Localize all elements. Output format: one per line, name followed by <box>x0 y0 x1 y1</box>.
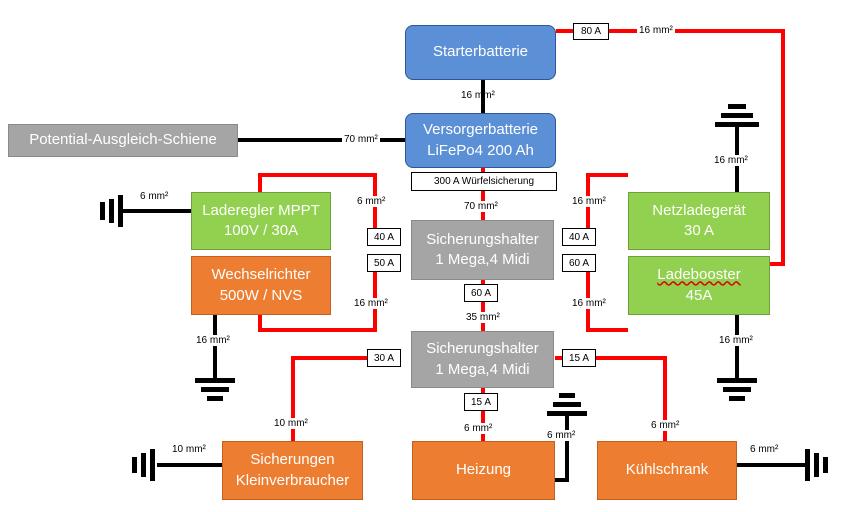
fuse-80a: 80 A <box>573 23 609 40</box>
fuse-15a-right: 15 A <box>562 349 596 367</box>
kuehlschrank-box: Kühlschrank <box>597 441 737 500</box>
cable-label-potential: 70 mm² <box>342 134 380 145</box>
cable-label-sich1-sich2: 35 mm² <box>464 312 502 323</box>
fuse-wuerfelsicherung: 300 A Würfelsicherung <box>411 172 557 191</box>
cable-label-main: 70 mm² <box>462 201 500 212</box>
wechselrichter-box: Wechselrichter 500W / NVS <box>191 256 331 315</box>
fuse-60a-right: 60 A <box>562 254 596 272</box>
sicherungshalter-2-box: Sicherungshalter 1 Mega,4 Midi <box>411 331 554 388</box>
heizung-box: Heizung <box>412 441 555 500</box>
cable-label-starter-versorger: 16 mm² <box>461 90 495 101</box>
ground-icon-mppt <box>100 195 123 227</box>
ground-icon-wr <box>195 378 235 401</box>
fuse-30a: 30 A <box>367 349 401 367</box>
ground-icon-kuehl <box>805 449 828 481</box>
laderegler-box: Laderegler MPPT 100V / 30A <box>191 192 331 250</box>
cable-label-netz: 16 mm² <box>570 196 608 207</box>
potential-ausgleich-schiene-box: Potential-Ausgleich-Schiene <box>8 124 238 157</box>
wire-booster-positive <box>575 260 628 332</box>
fuse-60a-middle: 60 A <box>464 284 498 302</box>
fuse-15a-middle: 15 A <box>464 393 498 411</box>
ladebooster-box: Ladebooster 45A <box>628 256 770 315</box>
ground-icon-booster <box>717 378 757 401</box>
netzladegeraet-box: Netzladegerät 30 A <box>628 192 770 250</box>
ground-icon-heizung <box>547 393 587 416</box>
cable-label-kuehl-ground: 6 mm² <box>750 444 779 455</box>
ground-icon-klein <box>132 449 155 481</box>
versorgerbatterie-box: Versorgerbatterie LiFePo4 200 Ah <box>405 113 556 168</box>
cable-label-klein-ground: 10 mm² <box>172 444 206 455</box>
cable-label-booster-ground: 16 mm² <box>717 335 755 346</box>
cable-label-kleinverbraucher: 10 mm² <box>272 418 310 429</box>
cable-label-booster: 16 mm² <box>570 298 608 309</box>
fuse-50a-left: 50 A <box>367 254 401 272</box>
wire-heiz-ground <box>555 412 569 482</box>
cable-label-wr: 16 mm² <box>352 298 390 309</box>
fuse-40a-left: 40 A <box>367 228 401 246</box>
ladebooster-rating: 45A <box>685 286 713 304</box>
cable-label-starter-booster: 16 mm² <box>637 25 675 36</box>
ground-icon-netz <box>715 104 759 127</box>
wire-kleinverbraucher <box>291 356 393 441</box>
cable-label-netz-ground: 16 mm² <box>712 155 750 166</box>
cable-label-heizung: 6 mm² <box>462 423 495 434</box>
cable-label-kuehlschrank: 6 mm² <box>649 420 682 431</box>
ladebooster-title: Ladebooster <box>657 266 741 284</box>
cable-label-mppt-ground: 6 mm² <box>140 191 169 202</box>
cable-label-wr-ground: 16 mm² <box>194 335 232 346</box>
cable-label-heizung-ground: 6 mm² <box>545 430 578 441</box>
sicherungshalter-1-box: Sicherungshalter 1 Mega,4 Midi <box>411 220 554 280</box>
starterbatterie-box: Starterbatterie <box>405 25 556 80</box>
kleinverbraucher-box: Sicherungen Kleinverbraucher <box>222 441 363 500</box>
ground-symbols <box>100 104 828 481</box>
fuse-40a-right: 40 A <box>562 228 596 246</box>
cable-label-mppt: 6 mm² <box>355 196 388 207</box>
